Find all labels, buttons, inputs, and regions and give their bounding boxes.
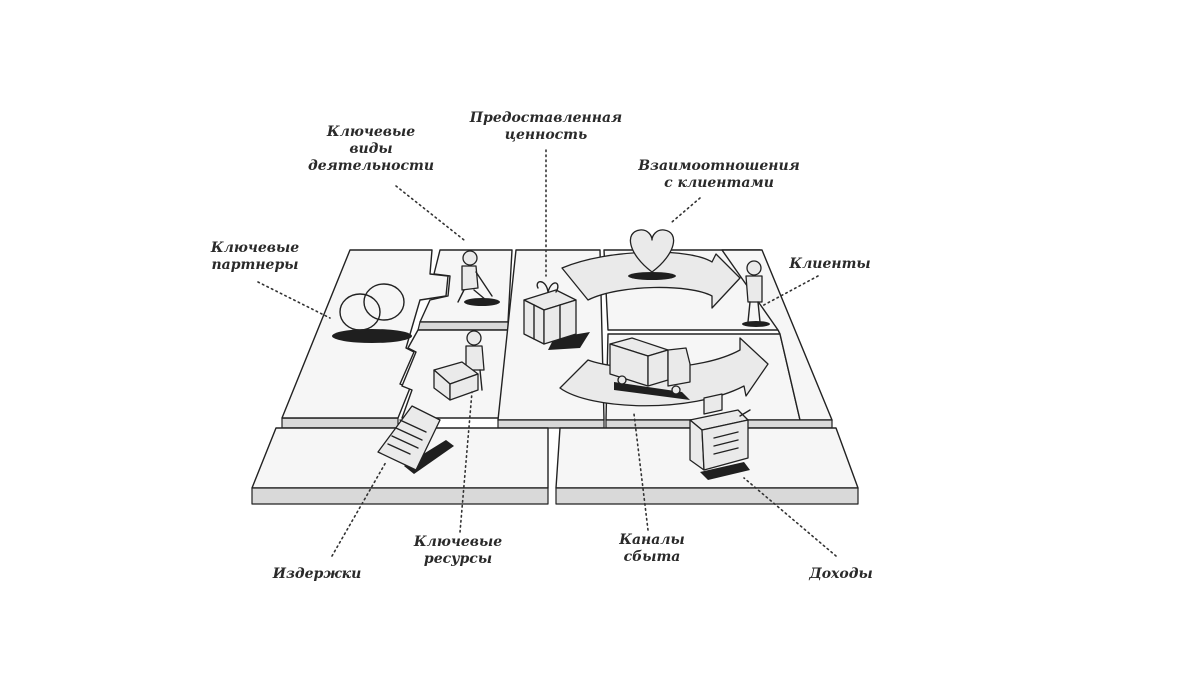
label-key-resources-line1: Ключевые [413,534,503,550]
label-customer-segments-text: Клиенты [789,256,871,272]
leader-revenue-streams [743,477,837,557]
label-value-proposition-line1: Предоставленная [469,110,623,126]
leader-key-activities [395,185,465,241]
leader-customer-segments [761,275,819,307]
standing-person-icon [742,260,770,327]
label-key-resources: Ключевые ресурсы [400,534,516,568]
invoice-paper-icon [377,405,454,474]
label-channels-line1: Каналы [619,532,685,548]
delivery-truck-icon [609,337,691,400]
label-channels: Каналы сбыта [604,532,700,566]
heart-icon [628,229,676,280]
person-with-crates-icon [433,330,485,401]
label-value-proposition-line2: ценность [504,127,588,143]
label-customer-relationships-line2: с клиентами [664,175,774,191]
board [251,249,859,505]
label-cost-structure: Издержки [262,566,372,583]
label-key-activities-line1: Ключевые [326,124,416,140]
label-key-partners: Ключевые партнеры [190,240,320,274]
gift-box-icon [523,281,590,350]
leader-channels [633,413,649,531]
label-customer-relationships: Взаимоотношения с клиентами [634,158,804,192]
label-revenue-streams: Доходы [796,566,886,583]
label-customer-relationships-line1: Взаимоотношения [638,158,800,174]
label-key-resources-line2: ресурсы [423,551,493,567]
label-channels-line2: сбыта [623,549,681,565]
cash-register-icon [689,393,751,480]
leader-customer-relationships [671,197,701,223]
relationship-arrow [561,251,741,309]
leader-key-resources [459,391,473,533]
worker-digging-icon [457,250,500,306]
label-key-activities-line2: виды [349,141,393,157]
leader-lines [257,149,837,557]
leader-cost-structure [331,461,387,557]
label-key-activities-line3: деятельности [307,158,435,174]
label-key-partners-line1: Ключевые [210,240,300,256]
label-key-activities: Ключевые виды деятельности [296,124,446,175]
label-customer-segments: Клиенты [782,256,878,273]
interlocked-rings-icon [332,283,412,343]
label-value-proposition: Предоставленная ценность [466,110,626,144]
label-cost-structure-text: Издержки [272,566,362,582]
label-revenue-streams-text: Доходы [809,566,873,582]
label-key-partners-line2: партнеры [211,257,299,273]
leader-key-partners [257,281,331,319]
